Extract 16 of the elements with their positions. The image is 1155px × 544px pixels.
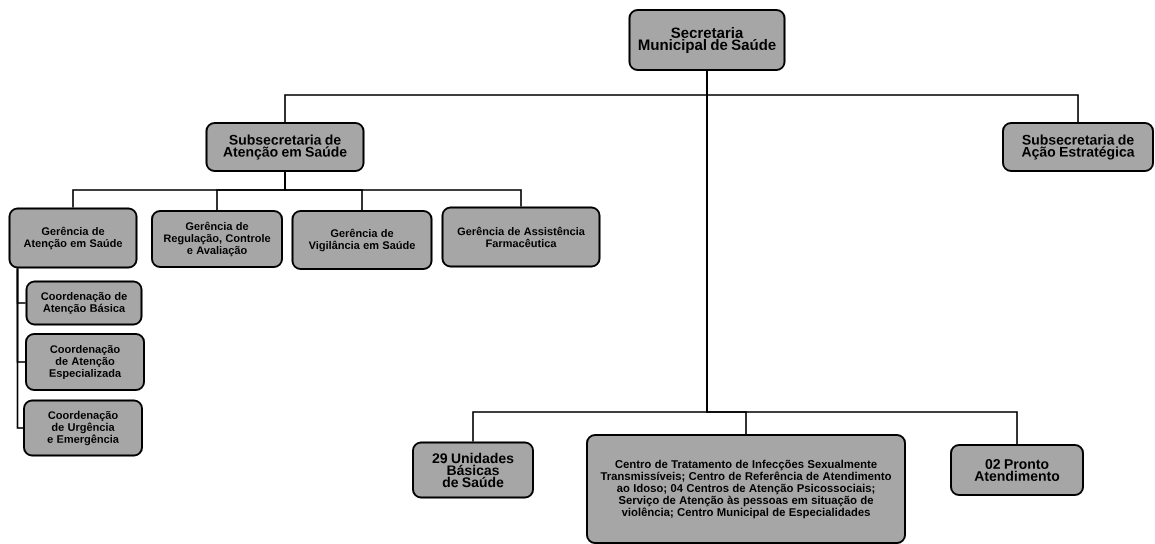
connector-line xyxy=(284,171,522,208)
org-box: Secretaria Municipal de Saúde xyxy=(628,9,786,71)
org-box: Gerência de Atenção em Saúde xyxy=(8,207,138,269)
org-box: Gerência de Vigilância em Saúde xyxy=(291,210,433,270)
org-box: Coordenação de Urgência e Emergência xyxy=(23,399,143,457)
org-box: Subsecretaria de Atenção em Saúde xyxy=(205,122,365,172)
org-box: Gerência de Assistência Farmacêutica xyxy=(441,206,601,268)
org-box: Centro de Tratamento de Infecções Sexualmente Transmissíveis; Centro de Referência de Atendimento ao Idoso; 04 Centros de Atenção Psicossociais; Serviço de Atenção às pessoas em situação de violência; Centro Municipal de Especialidades xyxy=(586,434,906,544)
org-box: Gerência de Regulação, Controle e Avaliação xyxy=(151,210,283,268)
org-box: 02 Pronto Atendimento xyxy=(950,444,1084,496)
org-box: Coordenação de Atenção Especializada xyxy=(25,333,145,391)
org-box: 29 Unidades Básicas de Saúde xyxy=(412,441,534,499)
org-box: Subsecretaria de Ação Estratégica xyxy=(1002,122,1154,172)
connector-line xyxy=(706,70,1018,445)
org-box: Coordenação de Atenção Básica xyxy=(25,280,143,326)
connector-line xyxy=(16,267,24,429)
